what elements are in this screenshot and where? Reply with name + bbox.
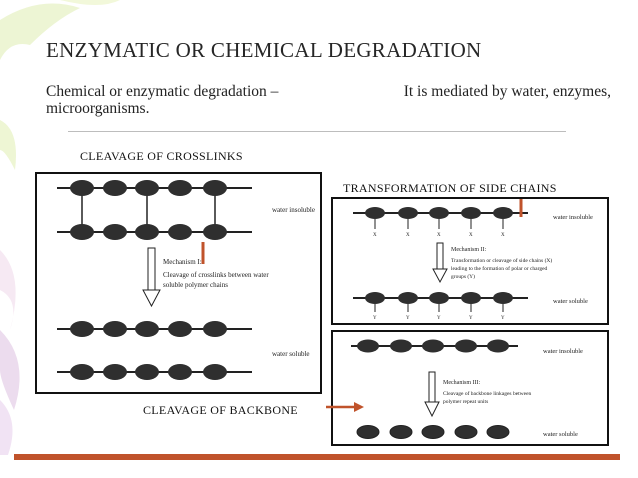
mechanism2-figure: X X X X X water insoluble Mechanism II: … (353, 199, 593, 321)
crosslinked-chains (57, 180, 252, 240)
intro-line1-left: Chemical or enzymatic degradation – (46, 83, 279, 100)
m3-desc-line2: polymer repeat units (443, 399, 488, 405)
intro-line2: microorganisms. (46, 100, 150, 117)
down-arrow-icon (432, 242, 448, 284)
footer-bar (14, 454, 620, 460)
m1-bottom-state: water soluble (272, 350, 310, 358)
m1-desc-line2: soluble polymer chains (163, 281, 228, 289)
m2-y-label: Y (469, 316, 473, 321)
pointer-arrow-icon (326, 402, 364, 412)
mechanism3-diagram: water insoluble Mechanism III: Cleavage … (331, 330, 609, 446)
soluble-chains (57, 321, 252, 380)
m3-bottom-state: water soluble (543, 431, 578, 438)
mechanism2-diagram: X X X X X water insoluble Mechanism II: … (331, 197, 609, 325)
m2-desc-line3: groups (Y) (451, 273, 475, 280)
divider-line (68, 131, 566, 132)
heading-side-chains: TRANSFORMATION OF SIDE CHAINS (343, 181, 557, 195)
heading-crosslinks: CLEAVAGE OF CROSSLINKS (80, 149, 243, 163)
m2-top-state: water insoluble (553, 214, 593, 221)
m3-desc-line1: Cleavage of backbone linkages between (443, 390, 532, 397)
m2-x-label: X (469, 233, 473, 238)
m1-top-state: water insoluble (272, 206, 315, 214)
m2-mechanism-name: Mechanism II: (451, 247, 486, 253)
m2-y-label: Y (406, 316, 410, 321)
mechanism1-figure: water insoluble Mechanism I: Cleavage of… (57, 180, 315, 380)
m2-x-label: X (373, 233, 377, 238)
m3-top-state: water insoluble (543, 348, 583, 355)
m2-y-label: Y (501, 316, 505, 321)
m2-desc-line2: leading to the formation of polar or cha… (451, 265, 548, 272)
slide-title: ENZYMATIC OR CHEMICAL DEGRADATION (46, 38, 482, 62)
down-arrow-icon (142, 247, 161, 308)
intro-paragraph: Chemical or enzymatic degradation – It i… (46, 83, 611, 117)
m2-x-label: X (437, 233, 441, 238)
m2-desc-line1: Transformation or cleavage of side chain… (451, 257, 552, 264)
m2-y-label: Y (437, 316, 441, 321)
down-arrow-icon (424, 371, 440, 418)
m1-mechanism-name: Mechanism I: (163, 258, 202, 266)
m2-x-label: X (406, 233, 410, 238)
m1-desc-line1: Cleavage of crosslinks between water (163, 271, 269, 279)
heading-backbone: CLEAVAGE OF BACKBONE (143, 403, 298, 417)
mechanism3-figure: water insoluble Mechanism III: Cleavage … (351, 339, 583, 439)
m2-bottom-state: water soluble (553, 298, 588, 305)
m2-y-label: Y (373, 316, 377, 321)
m2-x-label: X (501, 233, 505, 238)
m3-mechanism-name: Mechanism III: (443, 380, 480, 386)
mechanism1-diagram: water insoluble Mechanism I: Cleavage of… (35, 172, 322, 394)
intro-line1-right: It is mediated by water, enzymes, (403, 83, 611, 100)
